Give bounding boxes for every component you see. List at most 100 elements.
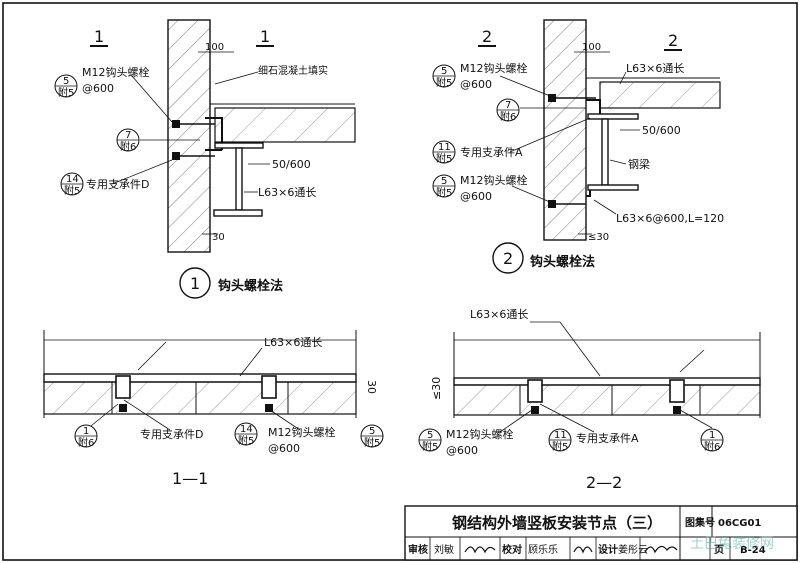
dim-100-1: 100 [205,42,224,53]
ref-5-num-d1: 5 [63,76,69,87]
beam-bottom-flange-2 [587,184,639,191]
detail-2-number: 2 [503,249,513,268]
support-a-label-d2: 专用支承件A [460,145,523,159]
review-name: 刘敏 [434,543,454,556]
bolt-spacing-d2a: @600 [460,78,492,91]
ref-1-num-s1: 1 [83,426,89,437]
review-label: 审核 [408,543,428,556]
ref-14-page-d1: 附5 [64,184,80,197]
section-1-1: L63×6通长 30 1 附6 专用支承件D 14 附5 M12钩头螺栓 @60… [43,330,384,488]
dim-30-s1: 30 [365,380,378,394]
bolt-label-s1: M12钩头螺栓 [268,425,336,439]
dim-30-1: 30 [212,232,225,243]
bolt-spacing-s2: @600 [446,444,478,457]
detail-1-number: 1 [190,274,200,293]
angle-label-d1: L63×6通长 [258,186,316,199]
bolt-label-s2: M12钩头螺栓 [446,427,514,441]
bolt-spacing-s1: @600 [268,442,300,455]
ref-5-page-s1: 附5 [364,436,380,449]
support-clip-1a [115,375,131,399]
beam-web-2 [601,118,609,186]
section-2-2-label: 2—2 [586,473,622,492]
angle-bottom-label-d2: L63×6@600,L=120 [616,212,724,225]
ref-5-num-d2: 5 [441,66,447,77]
title-block: 钢结构外墙竖板安装节点（三） 图集号 06CG01 审核 刘敏 校对 顾乐乐 设… [404,505,798,561]
ref-14-num-s1: 14 [240,424,253,435]
ref-7-num-d2: 7 [505,100,511,111]
bolt-head-1b [172,152,180,160]
panels-2-2 [453,384,761,416]
page-label: 页 [714,544,724,556]
section-mark-1-right: 1 [260,27,270,46]
ref-14-num-d1: 14 [66,174,79,185]
ref-11-num-d2: 11 [438,142,451,153]
atlas-number: 06CG01 [718,518,761,529]
detail-1-bubble [179,267,211,299]
bolt-head-1a [172,120,180,128]
ref-11-num-s2: 11 [554,430,567,441]
ref-7-num-d1: 7 [125,130,131,141]
ref-5-page-s2: 附5 [422,440,438,453]
ref-5-page-d1: 附5 [58,86,74,99]
dim-30-2: ≤30 [588,232,609,243]
bolt-head-2a [548,94,556,102]
ref-5-page-d2: 附5 [436,76,452,89]
section-1-1-label: 1—1 [172,469,208,488]
design-label: 设计 [598,543,618,556]
support-d-label-d1: 专用支承件D [86,177,149,191]
panels-1-1 [43,381,357,415]
support-clip-1b [261,375,277,399]
ref-5-num-d2b: 5 [441,176,447,187]
design-name: 姜彤云 [618,543,648,556]
bolt-head-2b [548,200,556,208]
ref-14-page-s1: 附5 [238,434,254,447]
atlas-label: 图集号 [685,516,715,529]
support-clip-2b [669,379,685,403]
support-a-label-s2: 专用支承件A [576,431,639,445]
check-name: 顾乐乐 [528,544,558,556]
section-2-2: L63×6通长 ≤30 5 附5 M12钩头螺栓 @600 11 附5 专用支承… [418,308,761,492]
angle-label-s2: L63×6通长 [470,308,528,321]
angle-bar-2-2 [453,377,761,386]
bolt-spacing-d2b: @600 [460,190,492,203]
detail-1-title: 钩头螺栓法 [218,278,283,294]
ref-1-num-s2: 1 [709,430,715,441]
dim-50-600-d2: 50/600 [642,124,681,137]
section-mark-1-left: 1 [94,27,104,46]
ref-1-page-s2: 附6 [704,440,720,453]
detail-2-bubble [492,242,524,274]
detail-1: 1 1 100 30 细石混凝土填实 5 附5 M12钩头螺栓 @600 7 附… [54,19,356,299]
ref-11-page-s2: 附5 [552,440,568,453]
support-d-label-s1: 专用支承件D [140,427,203,441]
bolt-label-d1: M12钩头螺栓 [82,65,150,79]
drawing-title: 钢结构外墙竖板安装节点（三） [452,514,662,532]
check-label: 校对 [502,543,522,556]
ref-5-page-d2b: 附5 [436,186,452,199]
section-mark-2-right: 2 [668,31,678,50]
beam-top-flange-2 [587,113,639,120]
ref-5-num-s2: 5 [427,430,433,441]
bolt-label-d2b: M12钩头螺栓 [460,173,528,187]
detail-2: 2 2 100 ≤30 L63×6通长 5 附5 M12钩头螺栓 @600 7 … [432,19,724,274]
review-signature [464,546,496,554]
bolt-spacing-d1: @600 [82,82,114,95]
beam-bottom-flange-1 [213,209,263,217]
angle-label-s1: L63×6通长 [264,336,322,349]
dim-100-2: 100 [582,42,601,53]
bolt-label-d2a: M12钩头螺栓 [460,61,528,75]
support-clip-2a [527,379,543,403]
ref-5-num-s1: 5 [369,426,375,437]
label-fill-concrete: 细石混凝土填实 [258,64,328,77]
angle-top-label-d2: L63×6通长 [626,62,684,75]
ref-7-page-d1: 附6 [120,140,136,153]
floor-slab-2 [599,81,721,109]
wall-panel-1 [167,19,211,253]
beam-web-1 [235,147,243,211]
detail-2-title: 钩头螺栓法 [530,254,595,270]
section-mark-2-left: 2 [482,27,492,46]
dim-30-s2: ≤30 [430,377,443,400]
ref-1-page-s1: 附6 [78,436,94,449]
